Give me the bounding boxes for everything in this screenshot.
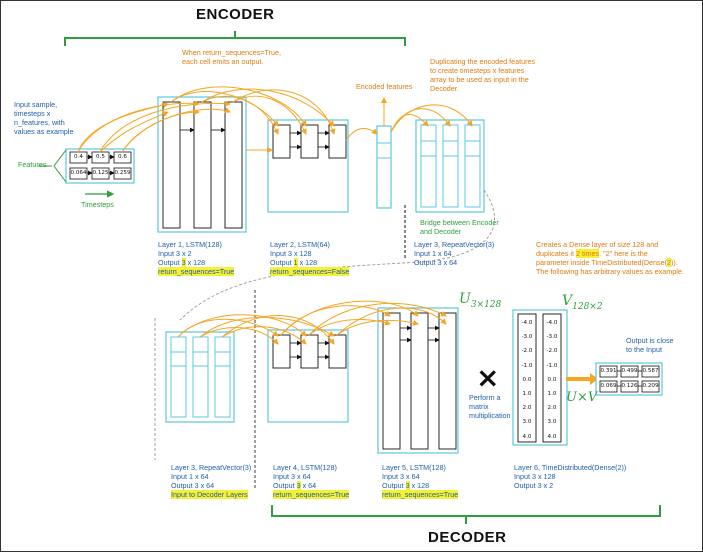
times-icon: ×: [476, 361, 500, 394]
dense-note: Creates a Dense layer of size 128 and du…: [536, 240, 684, 276]
v-value: -3.0: [546, 334, 558, 341]
v-value: 4.0: [522, 433, 532, 440]
u-matrix-label: U3×128: [459, 291, 502, 310]
layer4-lstm-block: [267, 329, 349, 423]
input-value: 0.259: [114, 170, 131, 176]
input-value: 0.4: [74, 154, 83, 160]
encoder-bracket: [64, 37, 406, 46]
v-value: 3.0: [547, 419, 557, 426]
v-value: -1.0: [546, 362, 558, 369]
layer4-caption: Layer 4, LSTM(128) Input 3 x 64 Output 3…: [273, 463, 350, 499]
layer3-encoder-caption: Layer 3, RepeatVector(3) Input 1 x 64 Ou…: [414, 240, 495, 267]
input-value: 0.6: [118, 154, 127, 160]
v-value: -2.0: [521, 348, 533, 355]
v-value: 2.0: [547, 405, 557, 412]
input-to-layer1-arrows: [77, 100, 231, 153]
output-value: 0.499: [621, 368, 638, 374]
v-value: -4.0: [546, 320, 558, 326]
v-value: 3.0: [522, 419, 532, 426]
layer2-lstm-block: [267, 119, 349, 213]
v-value: -4.0: [521, 320, 533, 326]
timesteps-label: Timesteps: [81, 200, 114, 209]
encoded-features-label: Encoded features: [356, 82, 413, 91]
decoder-title: DECODER: [428, 529, 507, 546]
v-value: 1.0: [547, 390, 557, 397]
v-matrix-left-column: -4.0 -3.0 -2.0 -1.0 0.0 1.0 2.0 3.0 4.0: [518, 316, 536, 444]
output-value: 0.587: [642, 368, 659, 374]
v-value: 2.0: [522, 405, 532, 412]
layer2-caption: Layer 2, LSTM(64) Input 3 x 128 Output 1…: [270, 240, 350, 276]
decoder-bracket: [271, 505, 661, 517]
v-matrix-right-column: -4.0 -3.0 -2.0 -1.0 0.0 1.0 2.0 3.0 4.0: [543, 316, 561, 444]
output-value: 0.391: [600, 368, 617, 374]
features-arrow: [53, 149, 67, 183]
encoded-features-vector: [376, 125, 392, 209]
input-value: 0.5: [96, 154, 105, 160]
output-matrix: [595, 362, 663, 396]
v-value: 0.0: [522, 376, 532, 383]
bridge-note: Bridge between Encoder and Decoder: [420, 218, 499, 236]
v-value: 1.0: [522, 390, 532, 397]
layer5-caption: Layer 5, LSTM(128) Input 3 x 64 Output 3…: [382, 463, 459, 499]
repeat-vector-decoder-block: [165, 331, 235, 423]
layer4-to-layer5-arrows: [280, 300, 447, 336]
repeat-vector-encoder-block: [415, 119, 485, 213]
v-matrix: [512, 309, 568, 446]
uv-label: U×V: [566, 390, 598, 405]
output-note: Output is close to the Input: [626, 336, 674, 354]
v-value: -1.0: [521, 362, 533, 369]
layer1-caption: Layer 1, LSTM(128) Input 3 x 2 Output 3 …: [158, 240, 235, 276]
layer1-to-layer2-arrows: [170, 86, 336, 153]
v-matrix-label: V128×2: [562, 293, 603, 312]
layer3-decoder-caption: Layer 3, RepeatVector(3) Input 1 x 64 Ou…: [171, 463, 252, 499]
output-value: 0.209: [642, 383, 659, 389]
layer1-lstm-block: [157, 96, 247, 233]
input-value: 0.125: [92, 170, 109, 176]
v-value: 4.0: [547, 433, 557, 440]
matmul-note: Perform a matrix multiplication: [469, 393, 511, 420]
layer5-lstm-block: [377, 307, 459, 454]
layer6-caption: Layer 6, TimeDistributed(Dense(2)) Input…: [514, 463, 627, 490]
encoder-title: ENCODER: [196, 6, 275, 23]
return-sequences-note: When return_sequences=True, each cell em…: [182, 48, 282, 66]
v-value: 0.0: [547, 376, 557, 383]
v-value: -3.0: [521, 334, 533, 341]
output-value: 0.069: [600, 383, 617, 389]
repeat-to-layer4-arrows: [177, 314, 335, 345]
duplicate-note: Duplicating the encoded features to crea…: [430, 57, 536, 93]
input-value: 0.064: [70, 170, 87, 176]
v-value: -2.0: [546, 348, 558, 355]
input-note: Input sample, timesteps x n_features, wi…: [14, 100, 74, 136]
output-value: 0.126: [621, 383, 638, 389]
features-label: Features: [18, 160, 47, 169]
